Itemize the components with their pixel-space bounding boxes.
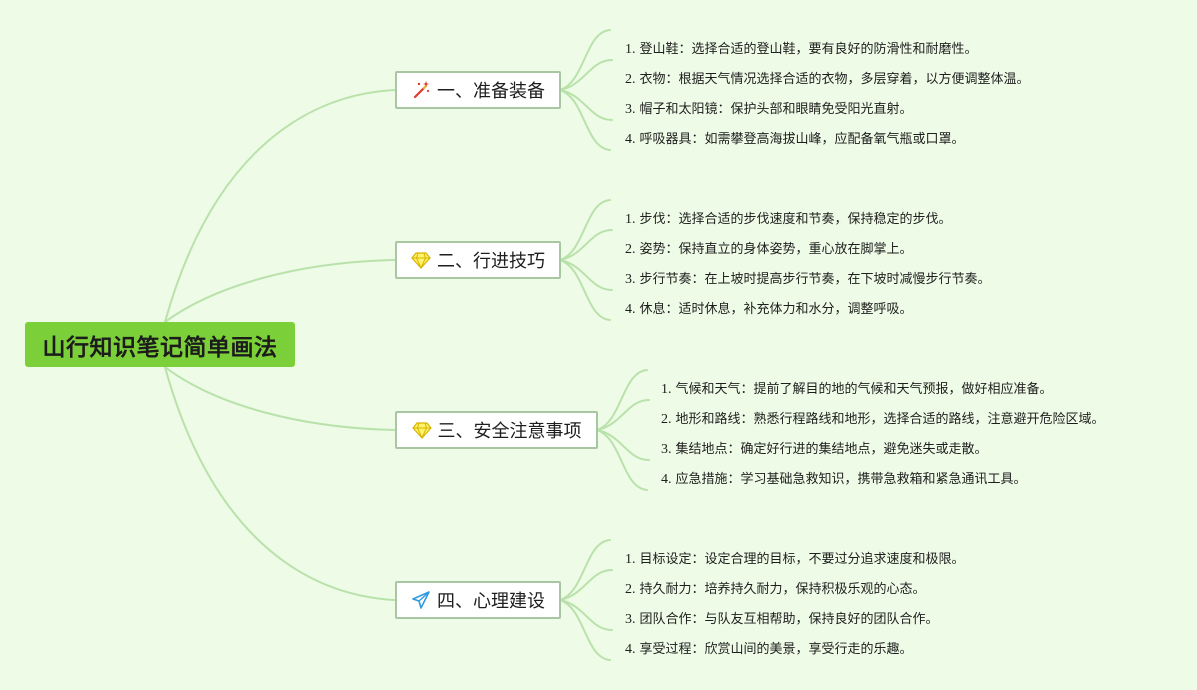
connector-root-branch-3	[164, 366, 396, 431]
connector-b1-leaf	[559, 89, 611, 151]
branch-label: 三、安全注意事项	[437, 421, 582, 442]
connector-b3-leaf	[596, 429, 648, 491]
connector-b2-leaf	[559, 259, 613, 291]
leaf-item[interactable]: 4.休息：适时休息，补充体力和水分，调整呼吸。	[625, 302, 913, 317]
connector-b2-leaf	[559, 199, 611, 261]
root-topic[interactable]: 山行知识笔记简单画法	[25, 322, 295, 367]
connector-b4-leaf	[559, 569, 613, 601]
branch-label: 四、心理建设	[437, 591, 545, 612]
leaf-item[interactable]: 4.应急措施：学习基础急救知识，携带急救箱和紧急通讯工具。	[661, 472, 1027, 487]
branch-topic-techniques[interactable]: 二、行进技巧	[395, 241, 561, 279]
connector-b3-leaf	[596, 399, 650, 431]
leaf-item[interactable]: 4.享受过程：欣赏山间的美景，享受行走的乐趣。	[625, 642, 913, 657]
leaf-item[interactable]: 2.持久耐力：培养持久耐力，保持积极乐观的心态。	[625, 582, 926, 597]
connector-root-branch-1	[164, 89, 396, 323]
leaf-item[interactable]: 1.登山鞋：选择合适的登山鞋，要有良好的防滑性和耐磨性。	[625, 42, 978, 57]
connector-b3-leaf	[596, 369, 648, 431]
leaf-item[interactable]: 1.气候和天气：提前了解目的地的气候和天气预报，做好相应准备。	[661, 382, 1053, 397]
branch-label: 一、准备装备	[437, 81, 545, 102]
branch-topic-safety[interactable]: 三、安全注意事项	[395, 411, 598, 449]
leaf-item[interactable]: 4.呼吸器具：如需攀登高海拔山峰，应配备氧气瓶或口罩。	[625, 132, 965, 147]
leaf-item[interactable]: 1.目标设定：设定合理的目标，不要过分追求速度和极限。	[625, 552, 965, 567]
leaf-item[interactable]: 2.姿势：保持直立的身体姿势，重心放在脚掌上。	[625, 242, 913, 257]
connector-b2-leaf	[559, 259, 611, 321]
connector-b4-leaf	[559, 599, 613, 631]
leaf-item[interactable]: 3.集结地点：确定好行进的集结地点，避免迷失或走散。	[661, 442, 988, 457]
diamond-icon	[411, 250, 431, 270]
diamond-icon	[411, 420, 432, 440]
leaf-item[interactable]: 3.步行节奏：在上坡时提高步行节奏，在下坡时减慢步行节奏。	[625, 272, 991, 287]
root-title: 山行知识笔记简单画法	[42, 334, 278, 361]
connector-root-branch-2	[164, 259, 396, 323]
magic-wand-icon	[411, 80, 431, 100]
leaf-item[interactable]: 2.衣物：根据天气情况选择合适的衣物，多层穿着，以方便调整体温。	[625, 72, 1030, 87]
connector-b1-leaf	[559, 89, 613, 121]
connector-b2-leaf	[559, 229, 613, 261]
paper-plane-icon	[411, 590, 431, 610]
connector-b4-leaf	[559, 599, 611, 661]
connector-b4-leaf	[559, 539, 611, 601]
branch-label: 二、行进技巧	[437, 251, 545, 272]
connector-root-branch-4	[164, 366, 396, 601]
branch-topic-mindset[interactable]: 四、心理建设	[395, 581, 561, 619]
connector-b3-leaf	[596, 429, 650, 461]
branch-topic-equipment[interactable]: 一、准备装备	[395, 71, 561, 109]
connector-b1-leaf	[559, 59, 613, 91]
connector-b1-leaf	[559, 29, 611, 91]
leaf-item[interactable]: 3.帽子和太阳镜：保护头部和眼睛免受阳光直射。	[625, 102, 913, 117]
leaf-item[interactable]: 1.步伐：选择合适的步伐速度和节奏，保持稳定的步伐。	[625, 212, 952, 227]
leaf-item[interactable]: 2.地形和路线：熟悉行程路线和地形，选择合适的路线，注意避开危险区域。	[661, 412, 1105, 427]
leaf-item[interactable]: 3.团队合作：与队友互相帮助，保持良好的团队合作。	[625, 612, 939, 627]
